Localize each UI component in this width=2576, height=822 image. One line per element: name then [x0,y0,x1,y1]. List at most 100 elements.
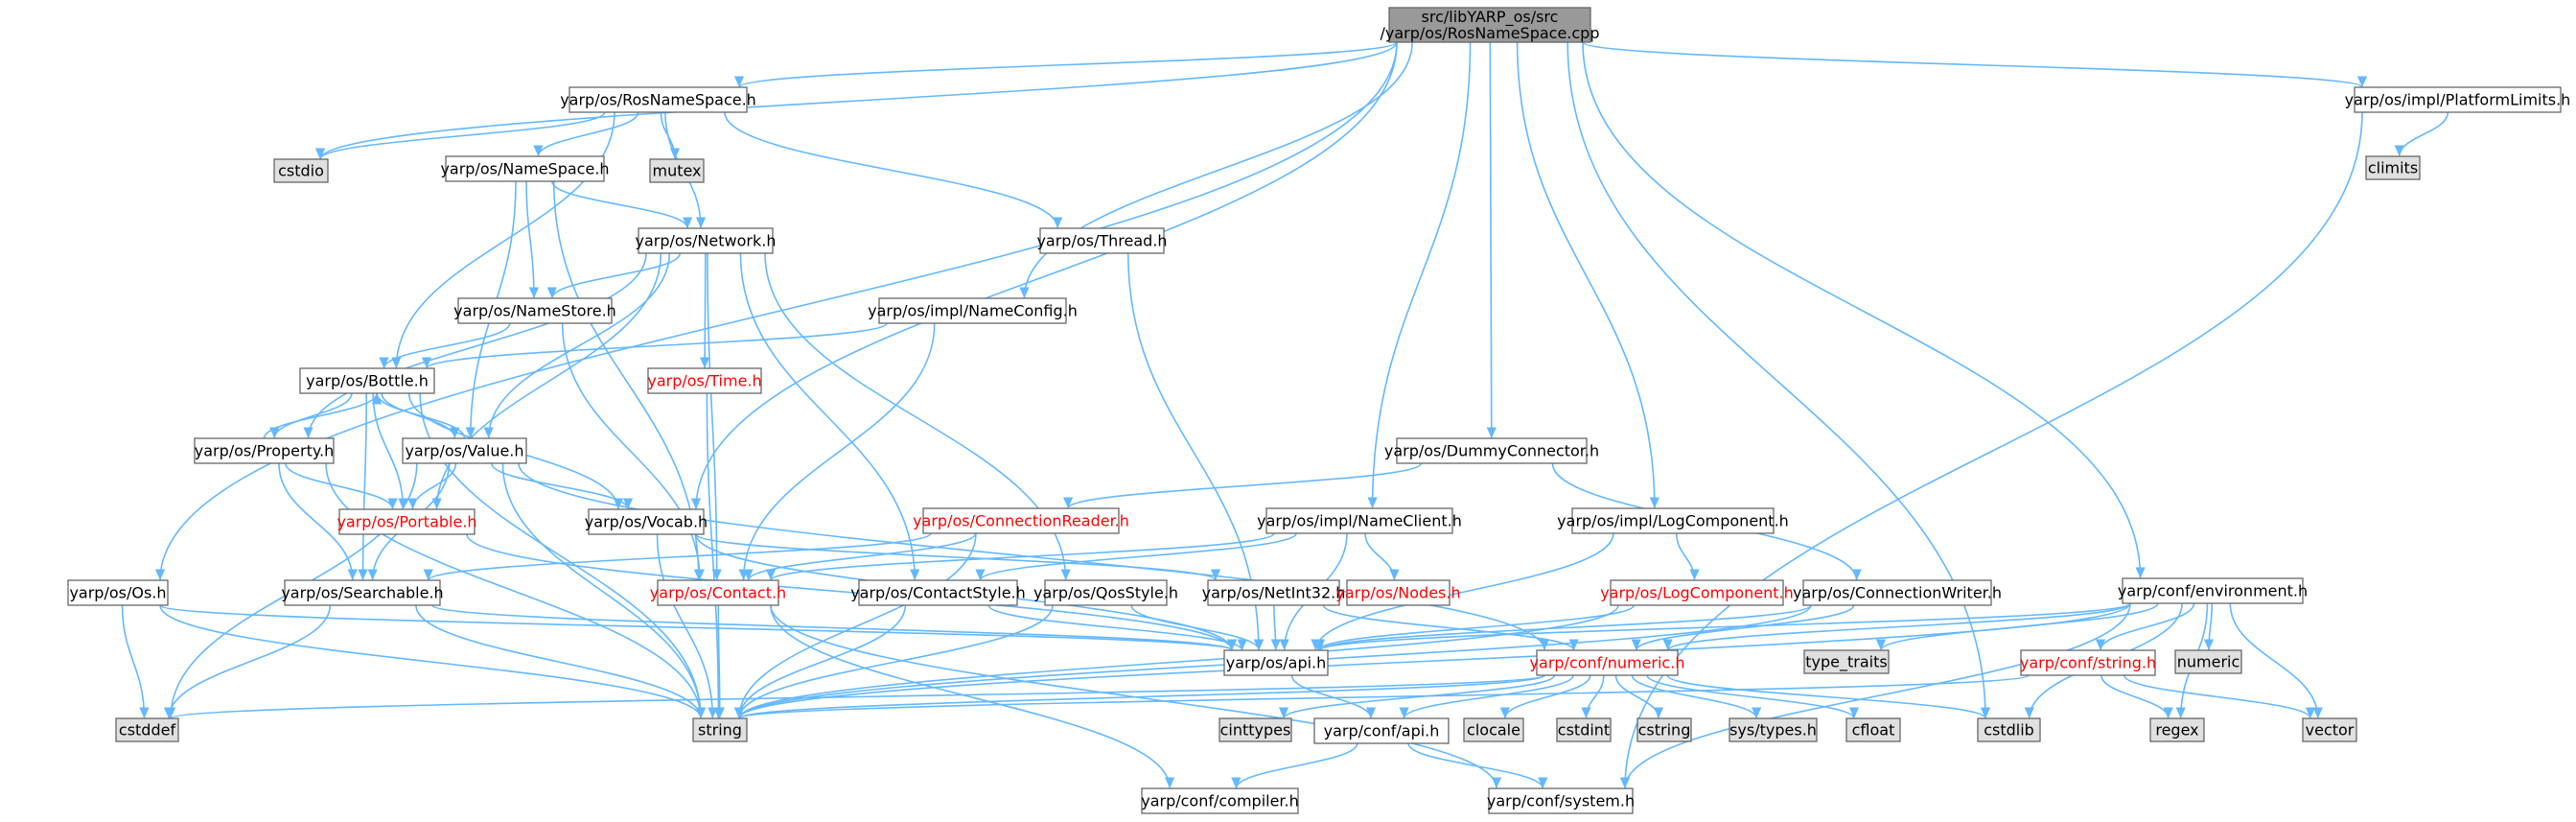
node-platformlimits[interactable]: yarp/os/impl/PlatformLimits.h [2345,86,2571,113]
node-numeric-h[interactable]: yarp/conf/numeric.h [1530,649,1685,676]
node-box [1313,717,1450,744]
node-connectionwriter-h[interactable]: yarp/os/ConnectionWriter.h [1793,579,2002,606]
node-vocab-h[interactable]: yarp/os/Vocab.h [585,508,708,535]
node-connectionreader-h[interactable]: yarp/os/ConnectionReader.h [913,507,1129,534]
edge-platformlimits-to-system_h [1619,111,2363,789]
node-label: yarp/os/ConnectionWriter.h [1793,584,2002,602]
edge-os_h-to-api_h [159,604,1237,651]
edge-rosns_h-to-bottle_h [391,111,615,369]
node-dummyconnector-h[interactable]: yarp/os/DummyConnector.h [1384,437,1599,464]
node-box [67,579,169,606]
edge-numeric_h-to-cfloat [1646,674,1859,719]
node-box [1636,717,1692,742]
node-label: string [698,721,742,740]
edge-qosstyle_h-to-string [733,604,1054,719]
node-box [299,367,435,394]
node-nameclient-h[interactable]: yarp/os/impl/NameClient.h [1257,507,1462,534]
node-logcomponent-h[interactable]: yarp/os/LogComponent.h [1600,579,1794,606]
edge-environment_h-to-numeric_h [1662,602,2131,651]
edge-platformlimits-to-climits [2394,111,2449,157]
edge-bottle_h-to-property_h [269,392,353,439]
node-box [1729,717,1818,742]
edge-numeric_h-to-cstdint [1581,674,1605,719]
node-box [2122,577,2304,604]
node-string-conf-h[interactable]: yarp/conf/string.h [2020,649,2156,676]
node-qosstyle-h[interactable]: yarp/os/QosStyle.h [1033,579,1178,606]
node-system-h[interactable]: yarp/conf/system.h [1487,787,1635,814]
node-box [1610,579,1784,606]
node-box [2174,649,2242,674]
node-compiler-h[interactable]: yarp/conf/compiler.h [1141,787,1299,814]
node-portable-h[interactable]: yarp/os/Portable.h [337,508,477,535]
node-root: src/libYARP_os/src/yarp/os/RosNameSpace.… [1381,7,1599,43]
node-label: yarp/os/impl/NameClient.h [1257,512,1462,530]
edge-os_h-to-string [159,604,706,719]
node-label: cstddef [119,721,176,740]
edge-root-to-rosns_h [734,41,1398,88]
node-box [1218,717,1292,742]
node-thread-h[interactable]: yarp/os/Thread.h [1036,227,1168,254]
node-label: yarp/os/RosNameSpace.h [560,91,756,109]
node-label: yarp/os/impl/LogComponent.h [1557,512,1789,530]
node-contactstyle-h[interactable]: yarp/os/ContactStyle.h [850,579,1026,606]
node-os-h[interactable]: yarp/os/Os.h [67,579,169,606]
node-label: cstdint [1558,721,1610,740]
node-cfloat: cfloat [1845,717,1901,742]
node-box [1571,507,1775,534]
node-conf-api-h[interactable]: yarp/conf/api.h [1313,717,1450,744]
node-rosns-h[interactable]: yarp/os/RosNameSpace.h [560,86,756,113]
node-label: climits [2368,159,2418,177]
node-type-traits: type_traits [1803,649,1890,674]
node-box [638,227,774,254]
edge-property_h-to-bottle_h [263,392,383,439]
node-contact-h[interactable]: yarp/os/Contact.h [650,579,786,606]
node-label: cstdio [278,162,324,180]
edge-value_h-to-vocab_h [491,462,634,510]
node-label: clocale [1467,721,1520,740]
node-logcomponent-impl-h[interactable]: yarp/os/impl/LogComponent.h [1557,507,1789,534]
edge-contactstyle_h-to-string [733,604,907,719]
edge-portable_h-to-api_h [466,533,1237,651]
edge-qosstyle_h-to-api_h [1130,604,1265,651]
node-box [2354,86,2562,113]
node-box [273,158,329,183]
edge-root-to-platformlimits [1582,41,2367,88]
node-namespace-h[interactable]: yarp/os/NameSpace.h [440,155,610,182]
node-label: yarp/os/DummyConnector.h [1384,442,1599,460]
node-bottle-h[interactable]: yarp/os/Bottle.h [299,367,435,394]
node-label: yarp/os/Searchable.h [281,584,443,602]
node-box [922,507,1120,534]
node-netint32-h[interactable]: yarp/os/NetInt32.h [1202,579,1346,606]
edge-namestore_h-to-contact_h [561,322,706,581]
edge-conf_api_h-to-system_h [1407,742,1548,789]
node-nodes-h[interactable]: yarp/os/Nodes.h [1335,579,1461,606]
edge-numeric_h-to-string [734,674,1545,719]
edge-property_h-to-string [325,462,707,719]
node-box [194,437,335,464]
edge-network_h-to-contactstyle_h [739,252,920,581]
node-namestore-h[interactable]: yarp/os/NameStore.h [453,297,616,324]
edge-api_h-to-conf_api_h [1290,674,1377,719]
node-api-h[interactable]: yarp/os/api.h [1223,649,1329,676]
node-label: yarp/os/impl/NameConfig.h [868,302,1078,320]
node-box [1802,579,1992,606]
edge-value_h-to-portable_h [407,462,457,510]
node-label: yarp/os/NameStore.h [453,302,616,320]
node-label: yarp/conf/compiler.h [1141,792,1299,810]
node-value-h[interactable]: yarp/os/Value.h [402,437,527,464]
node-searchable-h[interactable]: yarp/os/Searchable.h [281,579,444,606]
edge-root-to-vocab_h [690,41,1398,510]
edge-logcomponent_impl_h-to-logcomponent_h [1675,532,1700,581]
node-label: yarp/os/Time.h [647,372,761,390]
node-regex: regex [2149,717,2205,742]
node-box [1346,579,1450,606]
node-clocale: clocale [1463,717,1524,742]
node-property-h[interactable]: yarp/os/Property.h [194,437,335,464]
node-environment-h[interactable]: yarp/conf/environment.h [2118,577,2308,604]
edge-root-to-nameconfig_h [1019,41,1413,299]
node-nameconfig-h[interactable]: yarp/os/impl/NameConfig.h [868,297,1078,324]
edge-logcomponent_impl_h-to-api_h [1311,532,1614,651]
node-time-h[interactable]: yarp/os/Time.h [647,367,762,394]
node-network-h[interactable]: yarp/os/Network.h [636,227,777,254]
edge-root-to-environment_h [1582,41,2146,579]
